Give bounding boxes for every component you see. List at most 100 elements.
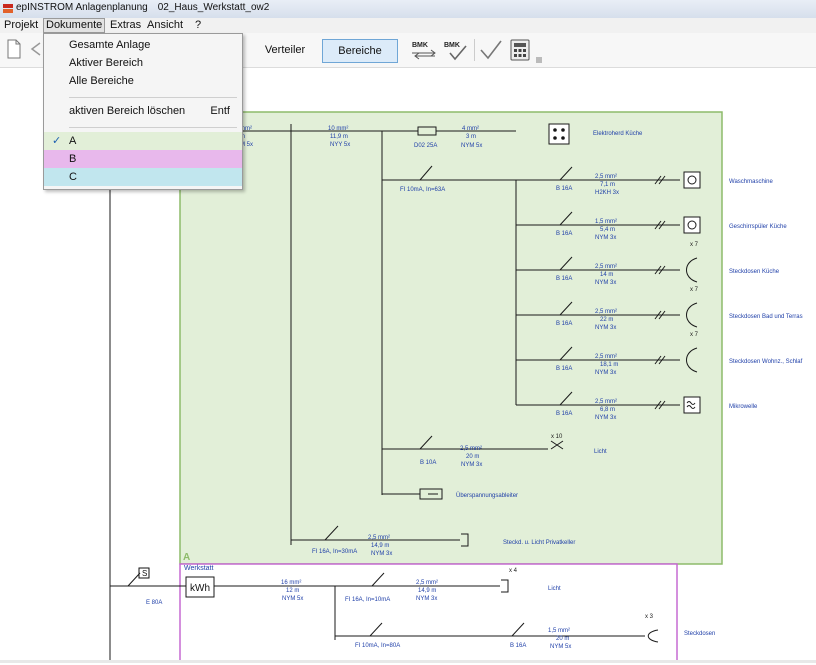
circuit-size-label: 2,5 mm²: [595, 354, 617, 360]
status-strip: [0, 660, 816, 663]
cable-tick-symbol: [654, 220, 666, 230]
schematic-canvas[interactable]: A Werkstatt: [0, 68, 816, 665]
werkstatt-steck-len: 20 m: [556, 636, 569, 642]
socket-icon: [686, 257, 698, 283]
werkstatt-steck-size: 1,5 mm²: [548, 628, 570, 634]
main-switch-tag: S: [142, 569, 147, 578]
menu-dokumente[interactable]: Dokumente: [43, 18, 106, 33]
werkstatt-steck-breaker: B 16A: [510, 643, 526, 649]
circuit-cable-label: H2KH 3x: [595, 190, 619, 196]
new-document-icon[interactable]: [6, 39, 22, 59]
cable-tick-symbol: [654, 175, 666, 185]
menu-item-aktiver-bereich[interactable]: Aktiver Bereich: [69, 57, 143, 69]
bmk-transfer-icon[interactable]: BMK: [409, 38, 441, 62]
menu-extras[interactable]: Extras: [110, 19, 142, 31]
kueche-size: 4 mm²: [462, 126, 479, 132]
main-len: 12 m: [286, 588, 299, 594]
circuit-size-label: 1,5 mm²: [595, 219, 617, 225]
shortcut-label: Entf: [210, 105, 230, 117]
feed1-len: 11,9 m: [330, 134, 348, 140]
main-cable: NYM 5x: [282, 596, 303, 602]
menu-item-area-c[interactable]: C: [44, 168, 242, 186]
privatkeller-cable: NYM 3x: [371, 551, 392, 557]
menu-bar: Projekt Dokumente Extras Ansicht ?: [0, 18, 816, 33]
circuit-name-label: Steckdosen Bad und Terras: [729, 314, 803, 320]
werkstatt-licht-cable: NYM 3x: [416, 596, 437, 602]
circuit-size-label: 2,5 mm²: [595, 309, 617, 315]
calculator-icon[interactable]: [508, 38, 532, 62]
breaker-switch-symbol: [559, 166, 573, 181]
menu-item-area-b[interactable]: B: [44, 150, 242, 168]
kueche-name: Elektroherd Küche: [593, 131, 643, 137]
partial-size-label: mm²: [240, 126, 252, 132]
partial-cable-label: M 5x: [240, 142, 253, 148]
menu-help[interactable]: ?: [195, 19, 202, 31]
menu-ansicht[interactable]: Ansicht: [147, 19, 184, 31]
kueche-cable: NYM 5x: [461, 143, 482, 149]
area-b-title: Werkstatt: [184, 565, 213, 572]
back-arrow-icon[interactable]: [30, 42, 42, 56]
circuit-length-label: 7,1 m: [600, 182, 615, 188]
circuit-name-label: Geschirrspüler Küche: [729, 224, 787, 230]
menu-item-alle-bereiche[interactable]: Alle Bereiche: [69, 75, 134, 87]
licht-breaker: B 10A: [420, 460, 436, 466]
feed1-cable: NYY 5x: [330, 142, 350, 148]
breaker-switch-symbol: [559, 256, 573, 271]
circuit-length-label: 14 m: [600, 272, 613, 278]
wiring-diagram[interactable]: A Werkstatt: [0, 68, 816, 665]
menu-projekt[interactable]: Projekt: [4, 19, 39, 31]
cable-tick-symbol: [654, 310, 666, 320]
verteiler-button[interactable]: Verteiler: [264, 44, 306, 56]
dishwasher-icon: [683, 216, 701, 234]
privatkeller-len: 14,9 m: [371, 543, 389, 549]
licht-size: 2,5 mm²: [460, 446, 482, 452]
menu-item-gesamte-anlage[interactable]: Gesamte Anlage: [69, 39, 151, 51]
circuit-count-label: x 7: [690, 287, 699, 293]
circuit-breaker-label: B 16A: [556, 321, 572, 327]
feed1-size: 10 mm²: [328, 126, 348, 132]
circuit-breaker-label: B 16A: [556, 231, 572, 237]
circuit-length-label: 5,4 m: [600, 227, 615, 233]
svg-text:BMK: BMK: [412, 42, 428, 49]
toolbar-overflow-handle[interactable]: [536, 57, 542, 63]
main-breaker: E 80A: [146, 600, 162, 606]
area-label: A: [69, 135, 77, 147]
circuit-length-label: 22 m: [600, 317, 613, 323]
werkstatt-licht-len: 14,9 m: [418, 588, 436, 594]
socket-icon: [686, 347, 698, 373]
main-size: 16 mm²: [281, 580, 301, 586]
menu-separator: [69, 97, 237, 98]
werkstatt-steck-name: Steckdosen: [684, 631, 715, 637]
circuit-breaker-label: B 16A: [556, 411, 572, 417]
kueche-fuse: D02 25A: [414, 143, 437, 149]
bereiche-button[interactable]: Bereiche: [322, 39, 398, 63]
circuit-cable-label: NYM 3x: [595, 235, 616, 241]
circuit-cable-label: NYM 3x: [595, 280, 616, 286]
area-a[interactable]: [179, 111, 723, 565]
bmk-check-icon[interactable]: BMK: [442, 38, 472, 62]
breaker-switch-symbol: [559, 391, 573, 406]
microwave-icon: [683, 396, 701, 414]
circuit-breaker-label: B 16A: [556, 186, 572, 192]
breaker-switch-symbol: [559, 301, 573, 316]
werkstatt-licht-fi: FI 16A, In=10mA: [345, 597, 390, 603]
washer-drum-icon: [687, 175, 697, 185]
circuit-length-label: 6,8 m: [600, 407, 615, 413]
check-icon[interactable]: [478, 38, 504, 62]
microwave-wave-icon: [686, 401, 696, 409]
svg-text:BMK: BMK: [444, 42, 460, 49]
privatkeller-size: 2,5 mm²: [368, 535, 390, 541]
menu-item-area-a[interactable]: ✓A: [44, 132, 242, 150]
ueberspannung-label: Überspannungsableiter: [456, 492, 518, 499]
werkstatt-steck-count: x 3: [645, 614, 654, 620]
cable-tick-symbol: [654, 400, 666, 410]
licht-cable: NYM 3x: [461, 462, 482, 468]
circuit-length-label: 18,1 m: [600, 362, 618, 368]
area-label: C: [69, 171, 77, 183]
checkmark-icon: ✓: [52, 135, 62, 147]
dokumente-dropdown: Gesamte Anlage Aktiver Bereich Alle Bere…: [43, 33, 243, 190]
area-b[interactable]: [179, 563, 678, 665]
privatkeller-fi: FI 16A, In=30mA: [312, 549, 357, 555]
licht-len: 20 m: [466, 454, 479, 460]
